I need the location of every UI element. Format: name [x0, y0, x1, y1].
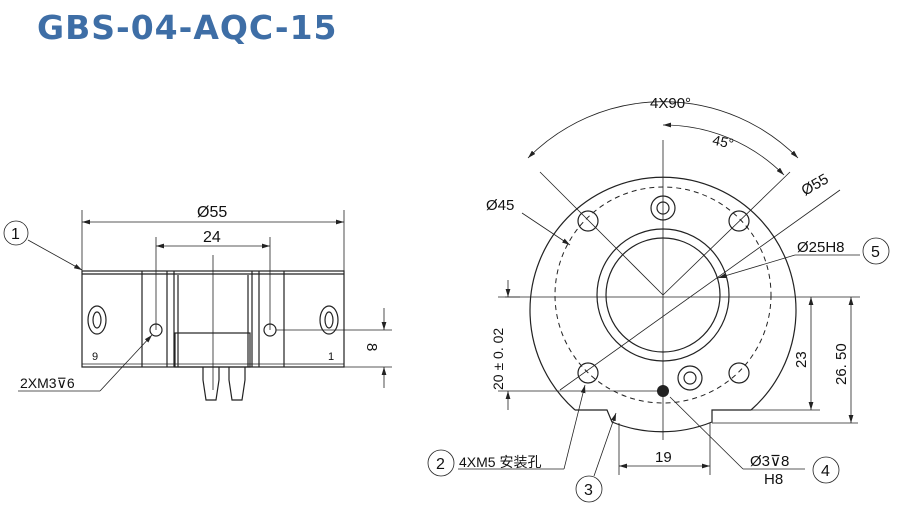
dim-diameter-45: Ø45	[486, 197, 514, 214]
callout-1-label: 1	[11, 226, 20, 243]
callout-5-label: 5	[871, 244, 880, 261]
dim-19: 19	[655, 449, 672, 466]
dim-diameter-55: Ø55	[799, 171, 832, 200]
page-title: GBS-04-AQC-15	[37, 8, 338, 47]
dim-outer-diameter: Ø55	[197, 204, 227, 221]
dim-height-8: 8	[363, 343, 380, 351]
dim-angle-4x90: 4X90°	[650, 95, 691, 112]
dim-angle-45: 45°	[711, 132, 735, 152]
dim-26-50: 26. 50	[833, 343, 850, 385]
mount-hole-note: 4XM5 安装孔	[459, 454, 541, 470]
side-port-right	[319, 305, 339, 335]
counterbore-bottom	[677, 365, 703, 391]
dim-hole-spacing: 24	[203, 229, 221, 246]
side-port-left	[87, 305, 107, 335]
callout-4	[812, 456, 840, 484]
callout-3-label: 3	[584, 482, 593, 499]
m5-hole	[728, 362, 750, 384]
connector-pins	[202, 367, 246, 401]
dim-bore-25h8: Ø25H8	[797, 239, 845, 256]
pin-note-tolerance: H8	[764, 471, 783, 488]
callout-4-label: 4	[821, 463, 830, 480]
callout-3	[575, 475, 603, 503]
m5-hole	[577, 210, 599, 232]
m5-hole	[728, 210, 750, 232]
hole-note: 2XM3⊽6	[20, 375, 75, 391]
connector-block	[174, 332, 251, 368]
callout-2-label: 2	[436, 456, 445, 473]
mark-9: 9	[92, 351, 98, 363]
mark-1: 1	[328, 351, 334, 363]
side-view: 9 1 Ø55 24 8 1 2XM3⊽6	[3, 204, 392, 401]
callout-1	[3, 220, 29, 246]
m5-hole	[577, 362, 599, 384]
dim-23: 23	[793, 351, 810, 368]
pin-note: Ø3⊽8	[750, 453, 789, 470]
front-view: 4X90° 45° Ø55 Ø45 Ø25H8 20 ± 0. 02 23 26…	[427, 95, 890, 503]
callout-2	[427, 449, 455, 477]
callout-5	[862, 237, 890, 265]
dim-vertical-tolerance: 20 ± 0. 02	[490, 328, 506, 390]
